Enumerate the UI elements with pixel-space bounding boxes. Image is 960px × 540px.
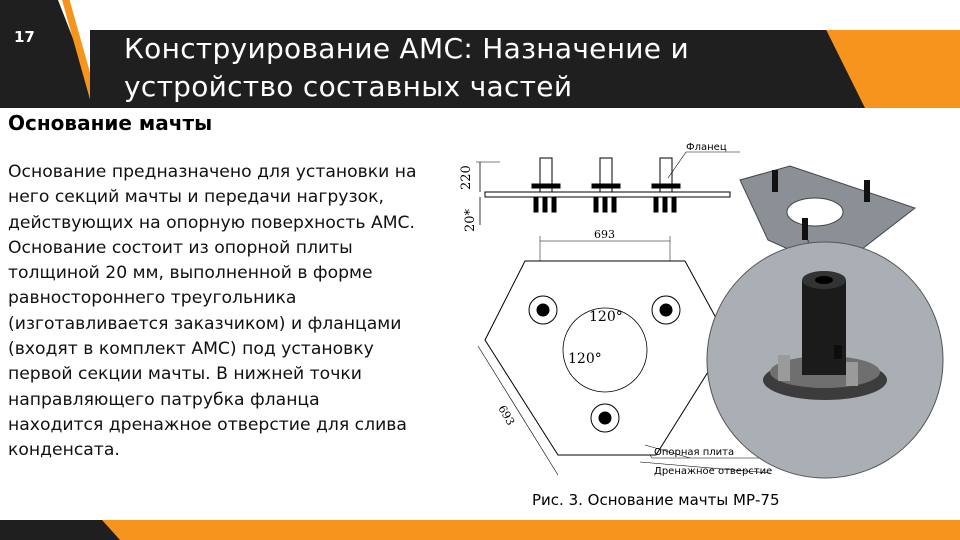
angle-120-a: 120° <box>589 309 623 325</box>
label-drain: Дренажное отверстие <box>654 466 772 477</box>
label-flange: Фланец <box>686 142 727 153</box>
slide-number: 17 <box>14 28 35 46</box>
header-band <box>90 30 865 108</box>
body-text: Основание предназначено для установки на… <box>8 162 417 461</box>
label-plate: Опорная плита <box>654 447 734 458</box>
footer-accent <box>0 520 960 540</box>
mast-base-figure: 220 20* Фланец 693 120° 120° 693 Опорн <box>459 142 944 479</box>
slide-title: Конструирование АМС: Назначение и устрой… <box>124 32 690 103</box>
flange-detail-render <box>706 241 944 479</box>
figure-caption: Рис. 3. Основание мачты МР-75 <box>532 491 780 509</box>
dim-220: 220 <box>459 165 474 190</box>
dim-20: 20* <box>463 208 478 232</box>
flange-group <box>528 295 681 433</box>
section-heading: Основание мачты <box>8 111 213 135</box>
dim-693-top: 693 <box>594 228 615 241</box>
footer-dark <box>0 520 120 540</box>
angle-120-b: 120° <box>568 351 602 367</box>
elevation-drawing <box>476 151 740 225</box>
slide-number-tab <box>0 0 100 108</box>
dim-693-side: 693 <box>495 403 517 428</box>
plan-drawing <box>477 236 771 476</box>
